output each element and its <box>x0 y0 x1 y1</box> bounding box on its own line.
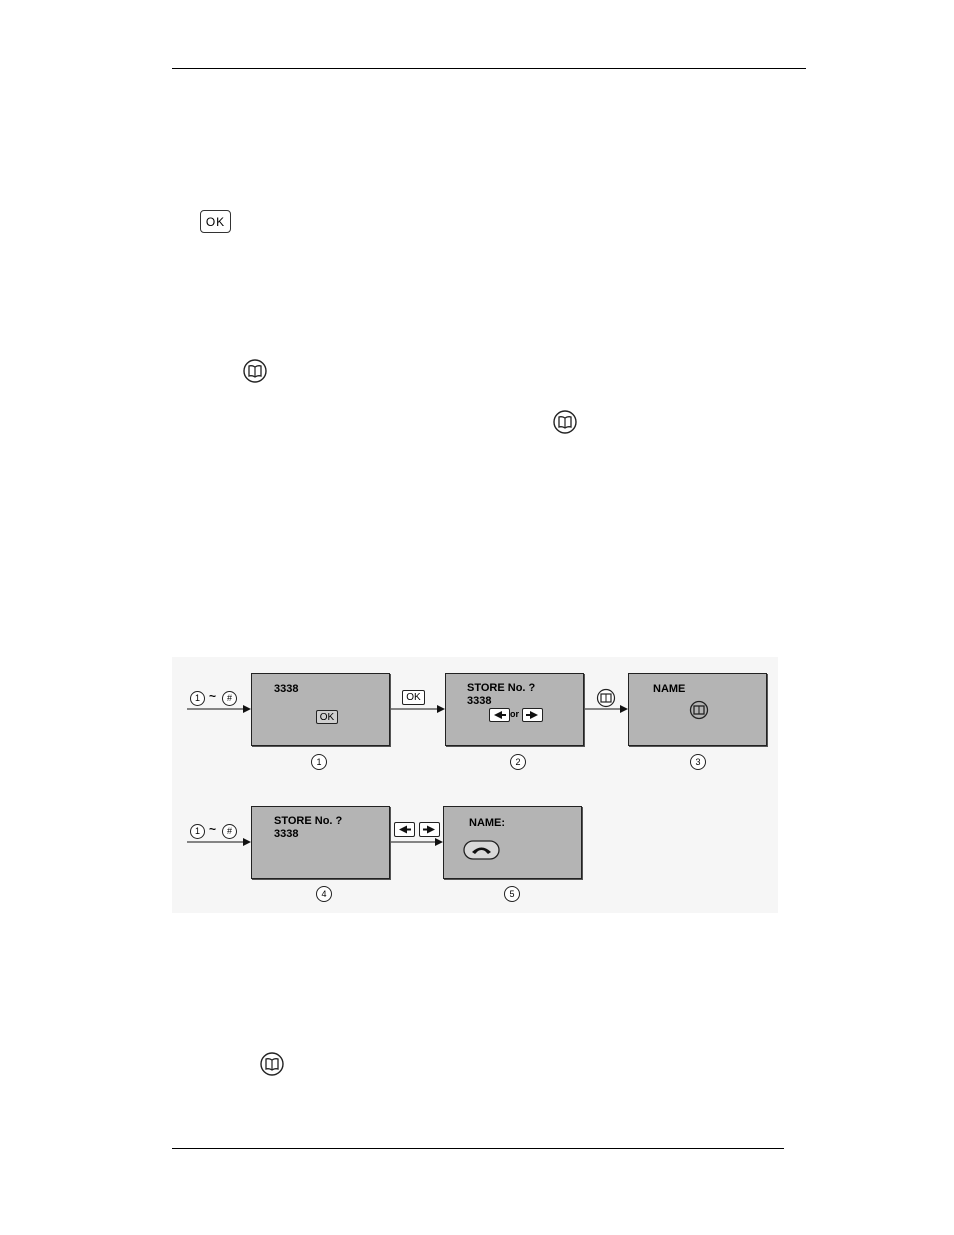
screen-1-line-1: 3338 <box>274 683 299 695</box>
step-5-label: 5 <box>509 889 515 899</box>
lcd-screen-1: 3338 OK <box>251 673 390 746</box>
tilde-separator: ~ <box>209 689 217 703</box>
left-arrow-key-icon <box>394 822 415 837</box>
key-1-label: 1 <box>194 693 200 703</box>
step-number-1: 1 <box>311 754 327 770</box>
arrow-ok-label: OK <box>406 692 421 703</box>
ok-key-icon: OK <box>200 210 231 233</box>
store-number-flow-figure: 1 ~ # 3338 OK 1 OK STORE No. ? 3338 or 2 <box>172 657 778 913</box>
step-number-3: 3 <box>690 754 706 770</box>
screen-4-line-1: STORE No. ? <box>274 815 343 827</box>
key-hash-label-row2: # <box>226 826 232 836</box>
header-rule <box>172 68 806 69</box>
tilde-separator: ~ <box>209 822 217 836</box>
screen-2-line-2: 3338 <box>467 695 492 707</box>
right-arrow-key-icon <box>522 708 543 722</box>
key-1-label-row2: 1 <box>194 826 200 836</box>
step-4-label: 4 <box>321 889 327 899</box>
phonebook-icon <box>689 700 709 720</box>
lcd-screen-2: STORE No. ? 3338 or <box>445 673 584 746</box>
screen-2-line-1: STORE No. ? <box>467 682 536 694</box>
key-hash-icon: # <box>222 691 237 706</box>
screen-5-line-1: NAME: <box>469 817 506 829</box>
step-1-label: 1 <box>316 757 322 767</box>
lcd-screen-3: NAME <box>628 673 767 746</box>
key-hash-label: # <box>226 693 232 703</box>
step-2-label: 2 <box>515 757 521 767</box>
step-3-label: 3 <box>695 757 701 767</box>
step-number-4: 4 <box>316 886 332 902</box>
screen-2-or: or <box>510 709 519 719</box>
left-arrow-key-icon <box>489 708 510 722</box>
footer-rule <box>172 1148 784 1149</box>
key-1-icon: 1 <box>190 824 205 839</box>
ok-key-icon: OK <box>402 690 425 705</box>
lcd-screen-4: STORE No. ? 3338 <box>251 806 390 879</box>
flow-arrows <box>187 705 628 846</box>
screen-1-ok-label: OK <box>319 711 335 723</box>
key-hash-icon: # <box>222 824 237 839</box>
ok-key-label: OK <box>205 214 226 229</box>
key-1-icon: 1 <box>190 691 205 706</box>
step-number-2: 2 <box>510 754 526 770</box>
lcd-screen-5: NAME: <box>443 806 582 879</box>
screen-4-line-2: 3338 <box>274 828 299 840</box>
ok-key-icon: OK <box>316 710 338 724</box>
step-number-5: 5 <box>504 886 520 902</box>
screen-3-line-1: NAME <box>653 683 686 695</box>
right-arrow-key-icon <box>419 822 440 837</box>
end-call-key-icon <box>463 840 500 860</box>
